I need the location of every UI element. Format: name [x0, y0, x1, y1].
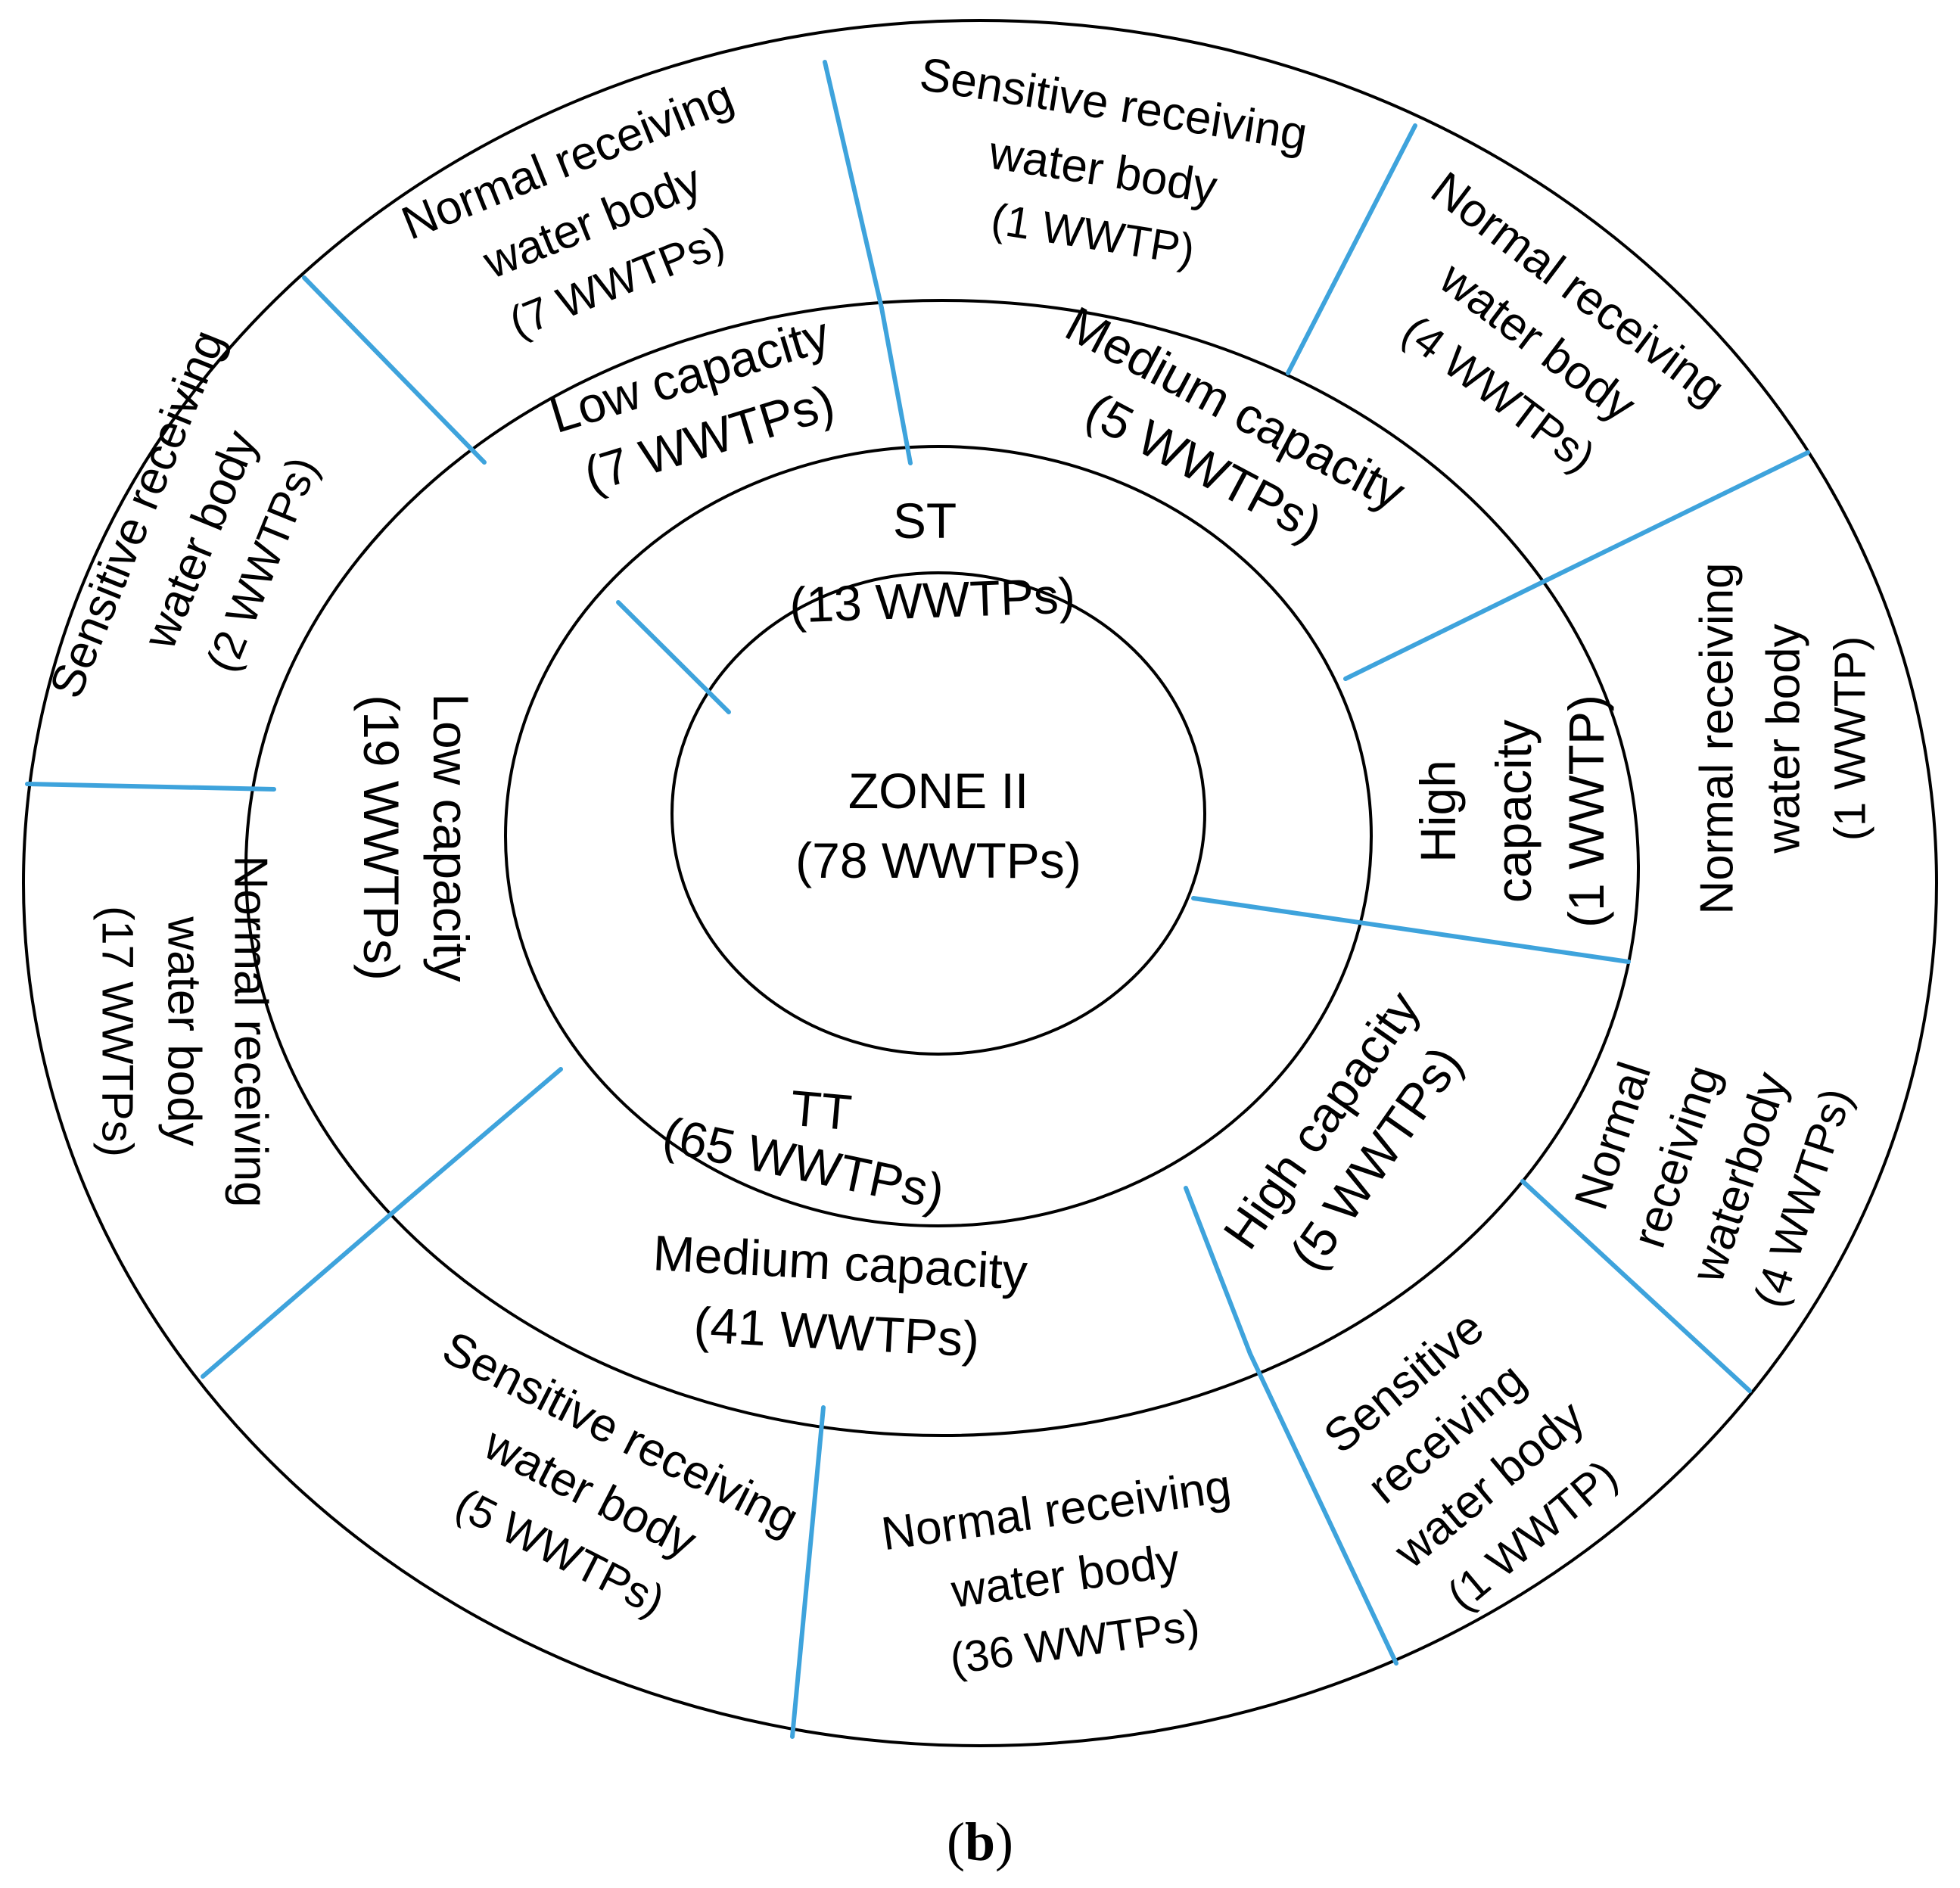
divider-wb-st-low-right — [823, 60, 884, 310]
center-title: ZONE II — [848, 763, 1028, 819]
treatment-st-count: (13 WWTPs) — [789, 567, 1076, 633]
divider-st-tt-left — [616, 600, 731, 714]
divider-wb-tt-low-bottom — [201, 1198, 409, 1379]
capacity-tt-medium-count: (41 WWTPs) — [692, 1296, 981, 1367]
treatment-ring — [504, 445, 1373, 1227]
divider-wb-tt-high-mid — [1520, 1179, 1752, 1393]
figure-caption: (b) — [947, 1812, 1013, 1872]
caption-letter: b — [965, 1812, 995, 1872]
capacity-st-high-count: (1 WWTP) — [1558, 695, 1614, 928]
caption-close: ) — [995, 1812, 1013, 1872]
capacity-tt-medium-name: Medium capacity — [652, 1224, 1028, 1300]
capacity-ring — [244, 299, 1640, 1437]
divider-tt-low-medium — [405, 1067, 563, 1202]
capacity-tt-low-count: (19 WWTPs) — [353, 695, 409, 981]
capacity-st-high-line2: capacity — [1486, 720, 1542, 903]
divider-st-tt-right — [1191, 896, 1631, 964]
capacity-tt-low: Low capacity (19 WWTPs) — [353, 693, 479, 982]
capacity-st-high-line1: High — [1410, 760, 1466, 863]
caption-open: ( — [947, 1812, 965, 1872]
wb-tt-high-normal: Normal receiving waterbody (4 WWTPs) — [1565, 1056, 1862, 1314]
wb-tt-medium-normal: Normal receiving water body (36 WWTPs) — [879, 1460, 1234, 1684]
treatment-st-name: ST — [893, 493, 957, 549]
wb-st-medium-sensitive-line1: Sensitive receiving — [916, 48, 1311, 161]
wb-st-high-normal-count: (1 WWTP) — [1826, 636, 1875, 841]
wb-st-high-normal-line1: Normal receiving — [1691, 562, 1744, 914]
divider-st-low-medium — [879, 306, 913, 465]
wb-tt-low-normal-line2: water body — [158, 916, 210, 1146]
divider-st-medium-high — [1343, 577, 1550, 681]
wb-tt-medium-sensitive: Sensitive receiving water body (5 WWTPs) — [434, 1322, 807, 1626]
wb-st-high-normal-line2: water body — [1758, 624, 1810, 854]
wb-tt-high-sensitive: Sensitive receiving water body (1 WWTP) — [1314, 1302, 1627, 1620]
capacity-tt-medium: Medium capacity (41 WWTPs) — [652, 1224, 1028, 1367]
wb-st-high-normal: Normal receiving water body (1 WWTP) — [1691, 562, 1875, 914]
divider-wb-st-low-left — [302, 275, 487, 465]
center-count: (78 WWTPs) — [795, 832, 1081, 888]
wb-tt-low-normal: Normal receiving water body (17 WWTPs) — [93, 855, 277, 1207]
wb-st-low-normal: Normal receiving water body (7 WWTPs) — [394, 70, 740, 347]
divider-wb-tt-low-top — [25, 782, 276, 792]
divider-wb-st-medium-right — [1545, 450, 1810, 582]
center-ring — [670, 571, 1206, 1056]
wb-tt-medium-normal-line1: Normal receiving — [879, 1460, 1234, 1560]
capacity-st-high: High capacity (1 WWTP) — [1410, 695, 1614, 928]
divider-tt-medium-high — [1184, 1186, 1252, 1356]
wb-st-medium-sensitive: Sensitive receiving water body (1 WWTP) — [916, 48, 1311, 275]
capacity-tt-high: High capacity (5 WWTPs) — [1212, 981, 1473, 1280]
treatment-tt-name: TT — [789, 1080, 854, 1141]
capacity-st-medium: Medium capacity (5 WWTPs) — [1057, 295, 1414, 552]
divider-wb-tt-medium-mid — [790, 1405, 826, 1739]
divider-wb-tt-medium-right — [1248, 1351, 1398, 1666]
wb-tt-low-normal-line1: Normal receiving — [225, 855, 277, 1207]
divider-wb-st-medium-mid — [1286, 123, 1417, 375]
wb-tt-low-sensitive: Sensitive receiving water body (2 WWTPs) — [40, 323, 328, 705]
outer-ring — [22, 19, 1938, 1747]
wb-tt-low-normal-count: (17 WWTPs) — [93, 906, 142, 1157]
capacity-tt-low-name: Low capacity — [423, 693, 479, 982]
